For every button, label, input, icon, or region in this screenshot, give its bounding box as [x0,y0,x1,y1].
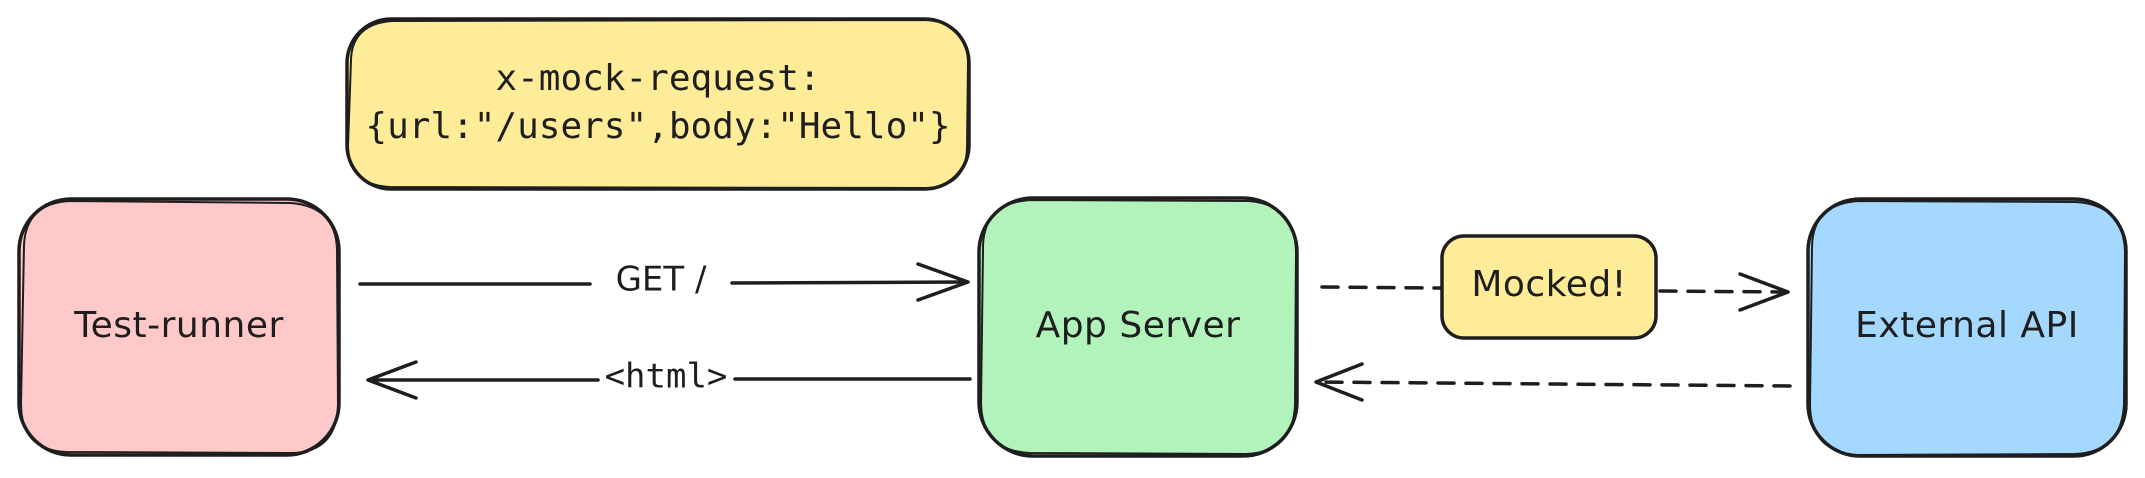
external-api-box-sketch [1809,200,2126,456]
edge-html-response[interactable]: <html> [366,357,972,400]
mock-header-box [345,17,971,191]
external-api-box [1806,197,2128,458]
test-runner-label: Test-runner [73,305,284,346]
app-server-box [977,196,1299,458]
mocked-note[interactable]: Mocked! [1440,234,1658,340]
html-arrow-head [366,360,418,400]
edge-get-request[interactable]: GET / [358,260,970,302]
external-api-label: External API [1855,305,2079,346]
mocked-note-box [1440,234,1658,340]
node-app-server[interactable]: App Server [977,196,1299,458]
mocked-arrow-head [1738,272,1790,312]
get-arrow-label: GET / [616,260,707,300]
app-server-label: App Server [1036,305,1241,346]
get-arrow-shaft-right [730,280,968,285]
html-arrow-label: <html> [605,357,728,397]
edge-external-response[interactable] [1314,362,1792,402]
node-external-api[interactable]: External API [1806,197,2128,458]
test-runner-box-sketch [20,200,339,454]
node-test-runner[interactable]: Test-runner [17,197,341,457]
mocked-arrow-shaft-right [1658,289,1788,294]
test-runner-box [17,197,341,457]
mock-header-box-sketch [347,19,969,189]
mock-header-line-2: {url:"/users",body:"Hello"} [365,106,950,147]
app-server-box-sketch [980,199,1297,455]
mocked-arrow-shaft-left [1320,285,1442,290]
response-arrow-head [1314,362,1364,402]
mocked-note-label: Mocked! [1471,264,1626,305]
edge-mocked-request[interactable] [1320,272,1790,312]
mock-header-line-1: x-mock-request: [495,58,820,99]
get-arrow-head [916,262,970,302]
response-arrow-shaft [1316,380,1792,388]
mock-header-note[interactable]: x-mock-request: {url:"/users",body:"Hell… [345,17,971,191]
